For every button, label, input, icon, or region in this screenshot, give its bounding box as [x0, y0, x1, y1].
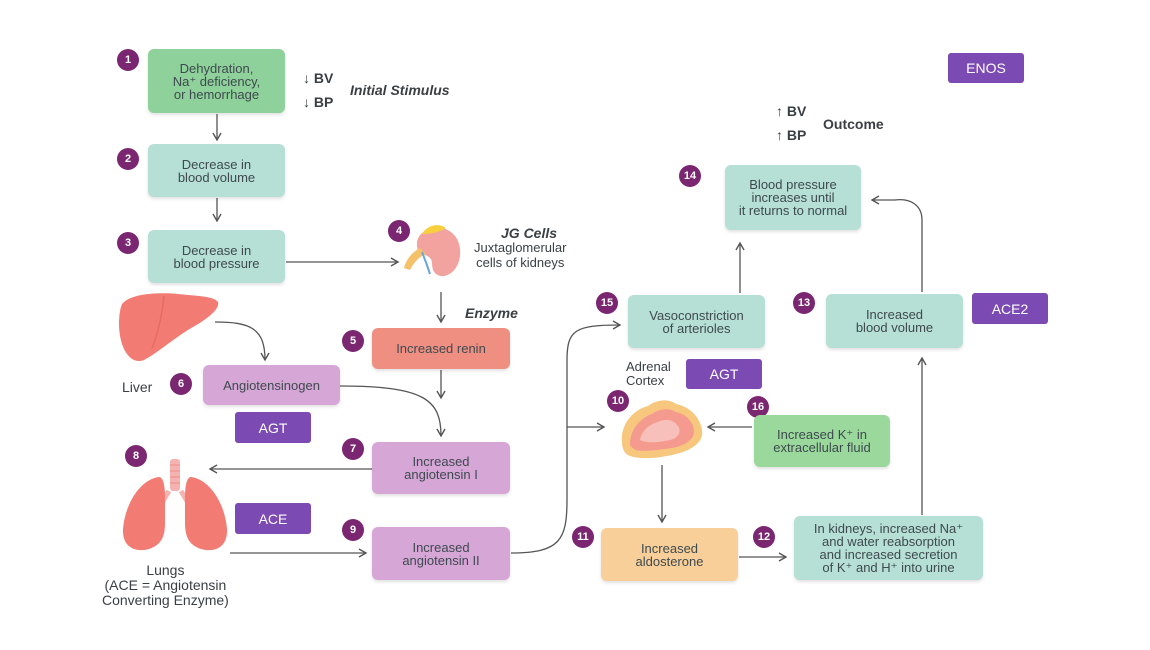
box-increased-angiotensin-1: Increased angiotensin I — [372, 442, 510, 494]
jg-cells-title: JG Cells — [501, 225, 558, 241]
step-number-9: 9 — [342, 519, 364, 541]
tag-ace: ACE — [235, 503, 311, 534]
adrenal-cortex-label: Adrenal Cortex — [626, 359, 671, 388]
tag-enos: ENOS — [948, 53, 1024, 83]
step-number-16: 16 — [747, 396, 769, 418]
box-kidney-reabsorption: In kidneys, increased Na⁺ and water reab… — [794, 516, 983, 580]
liver-icon — [119, 293, 219, 362]
tag-agt-liver: AGT — [235, 412, 311, 443]
step-number-14: 14 — [679, 165, 701, 187]
step-number-10: 10 — [607, 390, 629, 412]
kidney-icon — [404, 225, 461, 277]
box-vasoconstriction: Vasoconstriction of arterioles — [628, 295, 765, 348]
box-decrease-blood-volume: Decrease in blood volume — [148, 144, 285, 197]
step-number-8: 8 — [125, 445, 147, 467]
step-number-12: 12 — [753, 526, 775, 548]
step-number-1: 1 — [117, 49, 139, 71]
liver-label: Liver — [122, 379, 153, 395]
step-number-7: 7 — [342, 438, 364, 460]
lungs-icon — [122, 459, 228, 551]
arrow-13-to-14 — [870, 195, 923, 292]
lungs-label: Lungs (ACE = Angiotensin Converting Enzy… — [102, 562, 229, 608]
outcome-label: Outcome — [823, 116, 884, 132]
stimulus-bv: ↓ BV — [303, 70, 334, 86]
box-blood-pressure-normal: Blood pressure increases until it return… — [725, 165, 861, 230]
box-increased-renin: Increased renin — [372, 328, 510, 369]
initial-stimulus-label: Initial Stimulus — [350, 82, 450, 98]
box-increased-blood-volume: Increased blood volume — [826, 294, 963, 348]
box-increased-potassium: Increased K⁺ in extracellular fluid — [754, 415, 890, 467]
jg-cells-description: Juxtaglomerular cells of kidneys — [474, 240, 567, 270]
step-number-6: 6 — [170, 373, 192, 395]
tag-agt-adrenal: AGT — [686, 359, 762, 389]
step-number-2: 2 — [117, 148, 139, 170]
step-number-13: 13 — [793, 292, 815, 314]
box-increased-aldosterone: Increased aldosterone — [601, 528, 738, 581]
box-dehydration: Dehydration, Na⁺ deficiency, or hemorrha… — [148, 49, 285, 113]
step-number-15: 15 — [596, 292, 618, 314]
arrow-liver-to-6 — [214, 321, 270, 362]
box-decrease-blood-pressure: Decrease in blood pressure — [148, 230, 285, 283]
box-increased-angiotensin-2: Increased angiotensin II — [372, 527, 510, 580]
step-number-11: 11 — [572, 526, 594, 548]
enzyme-label: Enzyme — [465, 305, 518, 321]
arrow-9-to-15 — [510, 320, 622, 554]
step-number-5: 5 — [342, 330, 364, 352]
tag-ace2: ACE2 — [972, 293, 1048, 324]
outcome-bp: ↑ BP — [776, 127, 807, 143]
box-angiotensinogen: Angiotensinogen — [203, 365, 340, 405]
step-number-3: 3 — [117, 232, 139, 254]
step-number-4: 4 — [388, 220, 410, 242]
stimulus-bp: ↓ BP — [303, 94, 334, 110]
adrenal-gland-icon — [621, 400, 703, 459]
arrow-6-to-7 — [339, 385, 446, 438]
outcome-bv: ↑ BV — [776, 103, 807, 119]
